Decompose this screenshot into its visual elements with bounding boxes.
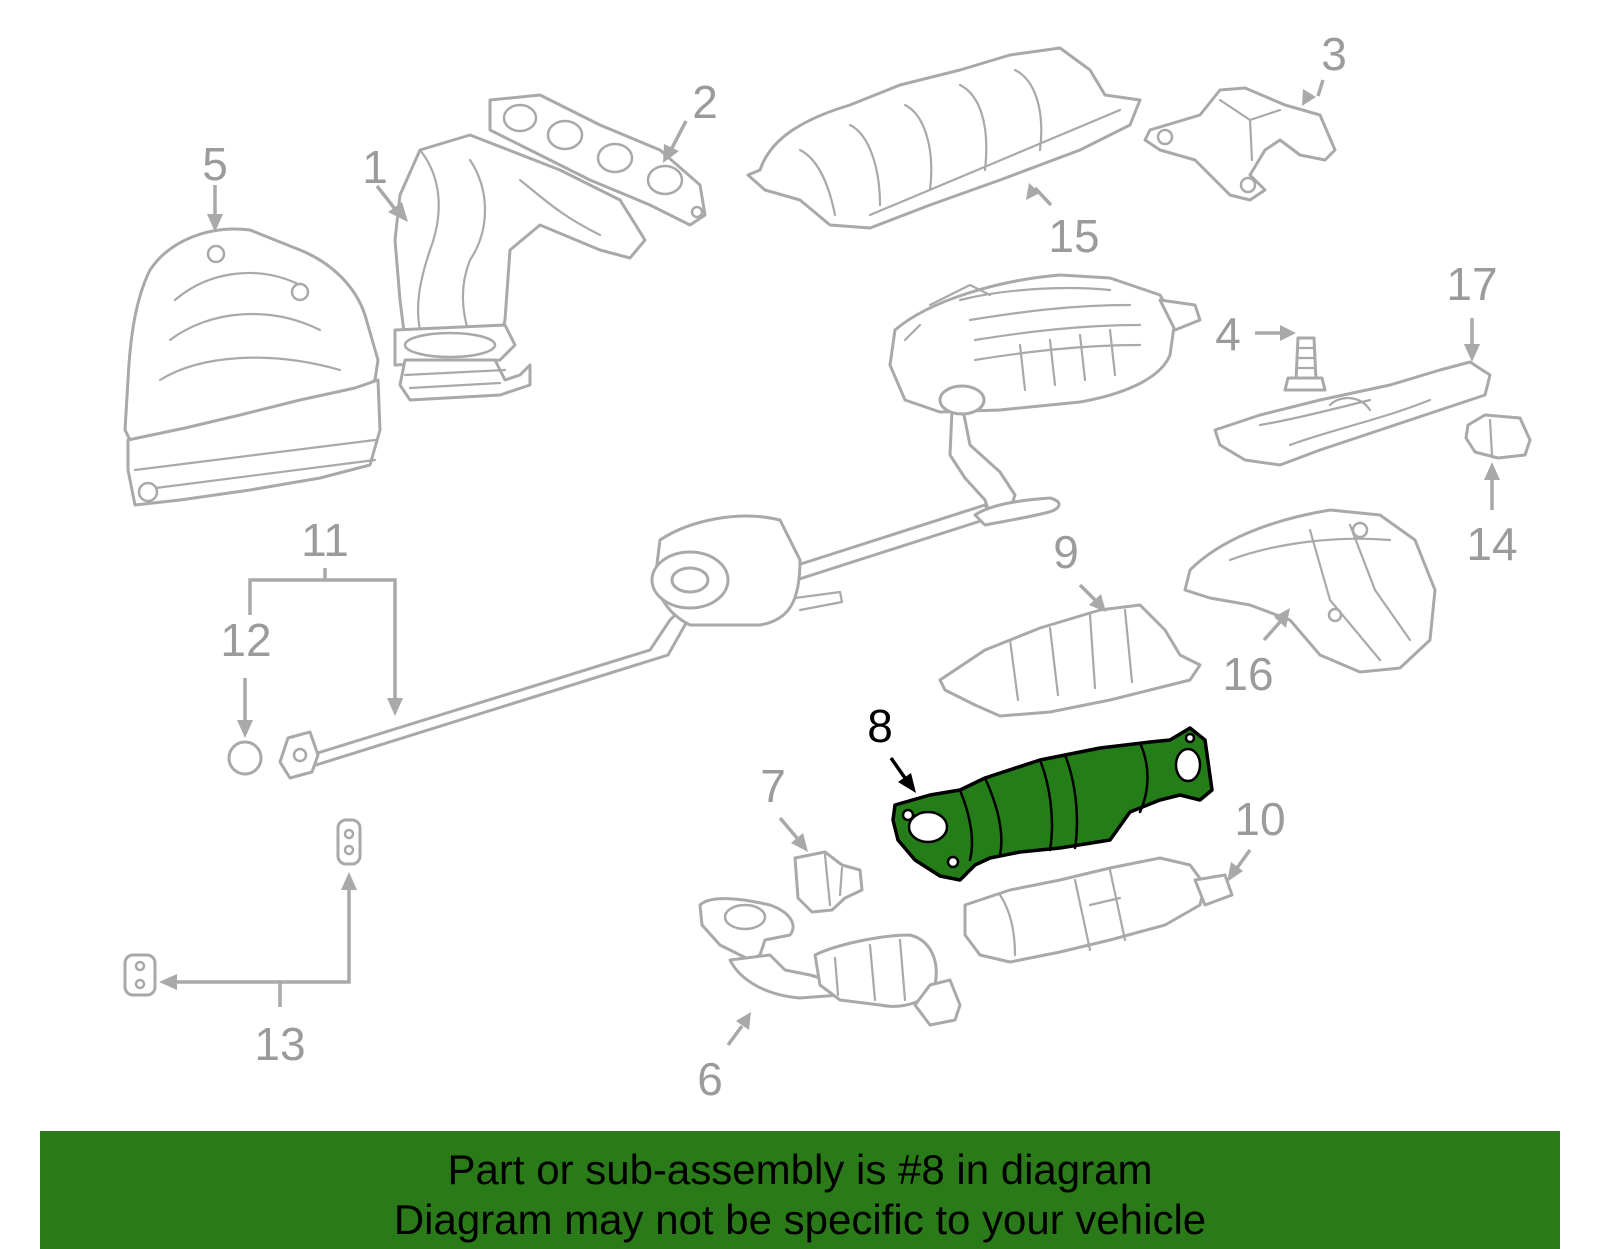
callout-13: 13 (254, 1018, 305, 1070)
callout-10: 10 (1234, 793, 1285, 845)
callout-6: 6 (697, 1053, 723, 1105)
part-10-catalytic-converter[interactable] (963, 856, 1234, 964)
part-4-bolt[interactable] (1283, 336, 1327, 392)
callout-5: 5 (202, 138, 228, 190)
part-13-hanger-upper[interactable] (336, 818, 362, 866)
callout-2: 2 (692, 76, 718, 128)
callout-9: 9 (1053, 526, 1079, 578)
part-7-bracket[interactable] (793, 850, 864, 914)
callout-12: 12 (220, 614, 271, 666)
part-14-hanger[interactable] (1464, 413, 1532, 460)
part-15-heat-shield[interactable] (746, 46, 1142, 230)
banner-line-2: Diagram may not be specific to your vehi… (393, 1196, 1207, 1243)
callout-16: 16 (1222, 648, 1273, 700)
callout-17: 17 (1446, 258, 1497, 310)
banner-line-1: Part or sub-assembly is #8 in diagram (447, 1146, 1153, 1193)
callout-labels: 5 1 2 3 15 4 17 14 11 12 9 16 8 7 10 6 1… (202, 28, 1517, 1105)
callout-7: 7 (760, 760, 786, 812)
leader-lines (159, 79, 1500, 1047)
callout-4: 4 (1215, 308, 1241, 360)
part-16-heat-shield[interactable] (1183, 508, 1437, 674)
part-6-front-pipe[interactable] (698, 897, 962, 1027)
callout-15: 15 (1048, 210, 1099, 262)
part-2-manifold-gasket[interactable] (488, 93, 707, 227)
part-3-bracket[interactable] (1143, 86, 1337, 202)
part-11-exhaust-pipe[interactable] (278, 273, 1202, 780)
part-12-gasket[interactable] (227, 740, 263, 776)
part-9-heat-shield[interactable] (938, 603, 1202, 718)
part-5-heat-shield[interactable] (123, 227, 382, 507)
callout-8: 8 (867, 700, 893, 752)
callout-1: 1 (362, 141, 388, 193)
part-8-converter-pipe[interactable] (891, 726, 1214, 882)
callout-11: 11 (301, 514, 349, 566)
callout-14: 14 (1466, 518, 1517, 570)
callout-3: 3 (1321, 28, 1347, 80)
part-1-exhaust-manifold[interactable] (393, 133, 647, 402)
part-13-hanger-lower[interactable] (123, 953, 157, 997)
info-banner: Part or sub-assembly is #8 in diagram Di… (40, 1131, 1560, 1249)
part-17-heat-shield[interactable] (1213, 360, 1492, 467)
